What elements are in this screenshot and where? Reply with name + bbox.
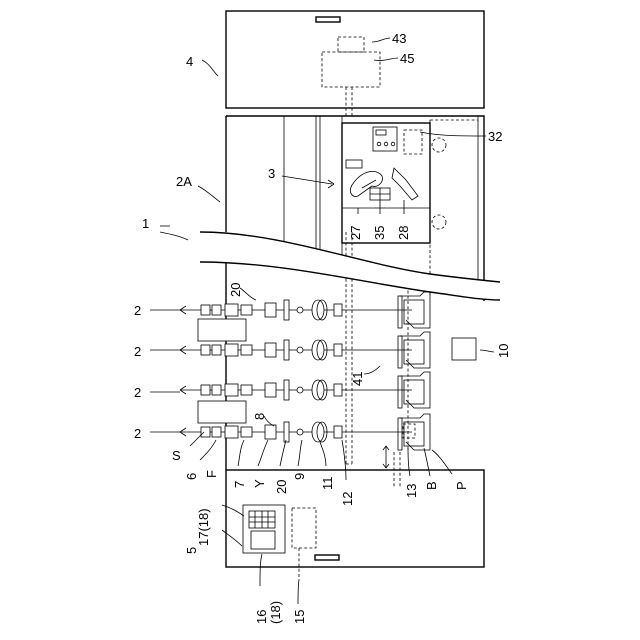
label-12: 12 bbox=[340, 492, 355, 506]
label-5: 5 bbox=[184, 547, 199, 554]
reference-labels: 1 2A 3 4 43 45 32 27 35 28 2 2 2 2 20 8 … bbox=[134, 31, 511, 624]
label-13: 13 bbox=[404, 484, 419, 498]
label-17: 17(18) bbox=[196, 508, 211, 546]
label-27: 27 bbox=[348, 226, 363, 240]
label-15: 15 bbox=[292, 610, 307, 624]
label-P: P bbox=[454, 481, 469, 490]
label-S: S bbox=[172, 448, 181, 463]
label-9: 9 bbox=[292, 473, 307, 480]
unit-4 bbox=[226, 11, 484, 118]
label-F: F bbox=[204, 470, 219, 478]
label-1: 1 bbox=[142, 216, 149, 231]
label-16-line1: 16 bbox=[254, 610, 269, 624]
label-45: 45 bbox=[400, 51, 414, 66]
label-6: 6 bbox=[184, 473, 199, 480]
label-20-top: 20 bbox=[228, 283, 243, 297]
label-3: 3 bbox=[268, 166, 275, 181]
label-35: 35 bbox=[372, 226, 387, 240]
label-7: 7 bbox=[232, 481, 247, 488]
label-8: 8 bbox=[252, 413, 267, 420]
label-2-third: 2 bbox=[134, 385, 141, 400]
break-band bbox=[200, 232, 500, 300]
label-2-fourth: 2 bbox=[134, 426, 141, 441]
label-28: 28 bbox=[396, 226, 411, 240]
label-4: 4 bbox=[186, 54, 193, 69]
label-Y: Y bbox=[252, 479, 267, 488]
label-41: 41 bbox=[350, 372, 365, 386]
label-2A: 2A bbox=[176, 174, 192, 189]
label-2-first: 2 bbox=[134, 303, 141, 318]
threadlines bbox=[180, 292, 476, 450]
label-16-line2: (18) bbox=[268, 601, 283, 624]
label-32: 32 bbox=[488, 129, 502, 144]
label-43: 43 bbox=[392, 31, 406, 46]
unit-5 bbox=[226, 446, 484, 580]
label-11: 11 bbox=[320, 477, 335, 491]
label-20-bottom: 20 bbox=[274, 480, 289, 494]
label-16: 16 (18) bbox=[254, 601, 283, 624]
label-B: B bbox=[424, 481, 439, 490]
label-10: 10 bbox=[496, 344, 511, 358]
label-2-second: 2 bbox=[134, 344, 141, 359]
